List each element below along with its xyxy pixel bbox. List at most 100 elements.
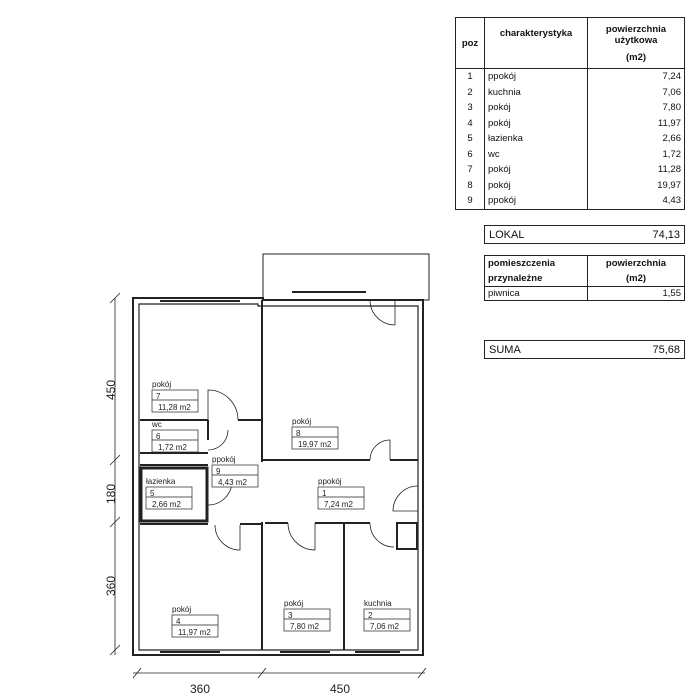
row-name: pokój [484,177,588,193]
row-poz: 1 [455,68,485,85]
room-area: 7,06 m2 [370,622,399,631]
row-poz: 6 [455,146,485,162]
room-number: 6 [156,432,161,441]
row-name: pokój [484,100,588,116]
row-area: 11,97 [657,117,681,129]
room-label-box [283,608,331,632]
row-name: pokój [484,162,588,178]
row-area: 11,28 [657,164,681,176]
room-name: pokój [284,599,303,608]
room-name: ppokój [212,455,236,464]
row-area: 2,66 [662,133,682,145]
room-name: pokój [152,380,171,389]
room-name: pokój [292,417,311,426]
room-name: łazienka [146,477,176,486]
row-area: 7,06 [662,86,682,98]
room-label-box [291,426,339,450]
room-number: 8 [296,429,301,438]
row-poz: 3 [455,100,485,116]
header-area-line2: użytkowa [614,34,658,46]
inner-wall-line [138,303,419,651]
row-area: 7,80 [662,102,682,114]
dim-450-horizontal: 450 [330,682,350,696]
room-label: pokój 7 11,28 m2 [151,380,199,413]
row-name: ppokój [484,68,588,85]
room-number: 9 [216,467,221,476]
header-characteristic: charakterystyka [484,17,588,69]
row-name: ppokój [484,193,588,209]
lokal-label: LOKAL [489,228,525,241]
aux-header-area: powierzchnia (m2) [587,255,685,287]
room-area: 2,66 m2 [152,500,181,509]
row-area: 4,43 [662,195,682,207]
room-name: pokój [172,605,191,614]
dim-180-vertical: 180 [104,484,118,504]
room-label-box [171,614,219,638]
room-label-box [317,486,365,510]
row-area: 7,24 [662,71,682,83]
row-poz: 8 [455,177,485,193]
balcony [262,253,430,301]
row-area: 19,97 [657,179,681,191]
room-area: 1,72 m2 [158,443,187,452]
room-label-box [151,389,199,413]
table-row: piwnica 1,55 [484,286,685,301]
room-label: pokój 8 19,97 m2 [291,417,339,450]
dim-360-horizontal: 360 [190,682,210,696]
row-name: wc [484,146,588,162]
room-label: łazienka 5 2,66 m2 [145,477,193,510]
row-name: pokój [484,115,588,131]
room-number: 3 [288,611,293,620]
room-label: ppokój 9 4,43 m2 [211,455,259,488]
row-poz: 9 [455,193,485,209]
aux-header-area-line1: powierzchnia [605,258,667,269]
room-number: 5 [150,489,155,498]
room-area-table: poz charakterystyka powierzchnia użytkow… [455,17,685,210]
header-area-line1: powierzchnia [605,23,667,35]
room-number: 1 [322,489,327,498]
outer-wall [132,297,424,656]
room-name: ppokój [318,477,342,486]
suma-value: 75,68 [652,343,680,356]
dim-360-vertical: 360 [104,576,118,596]
header-area-unit: (m2) [625,51,647,63]
room-label: wc 6 1,72 m2 [151,420,199,453]
row-poz: 5 [455,131,485,147]
row-name: łazienka [484,131,588,147]
row-name: kuchnia [484,84,588,100]
room-name: wc [151,420,162,429]
row-poz: 2 [455,84,485,100]
room-name: kuchnia [364,599,392,608]
room-number: 7 [156,392,161,401]
door-swings [207,299,419,551]
room-label: kuchnia 2 7,06 m2 [363,599,411,632]
room-area: 4,43 m2 [218,478,247,487]
room-number: 2 [368,611,373,620]
room-label-box [211,464,259,488]
row-area: 1,72 [662,148,682,160]
header-poz: poz [455,17,485,69]
aux-room-area: 1,55 [662,288,682,299]
aux-header-area-unit: (m2) [625,273,647,284]
windows [160,291,400,653]
suma-total: SUMA 75,68 [484,340,685,359]
partitions [139,300,418,650]
room-area: 19,97 m2 [298,440,332,449]
dimension-lines [109,292,427,679]
dim-450-vertical: 450 [104,380,118,400]
room-area: 11,28 m2 [158,403,191,412]
